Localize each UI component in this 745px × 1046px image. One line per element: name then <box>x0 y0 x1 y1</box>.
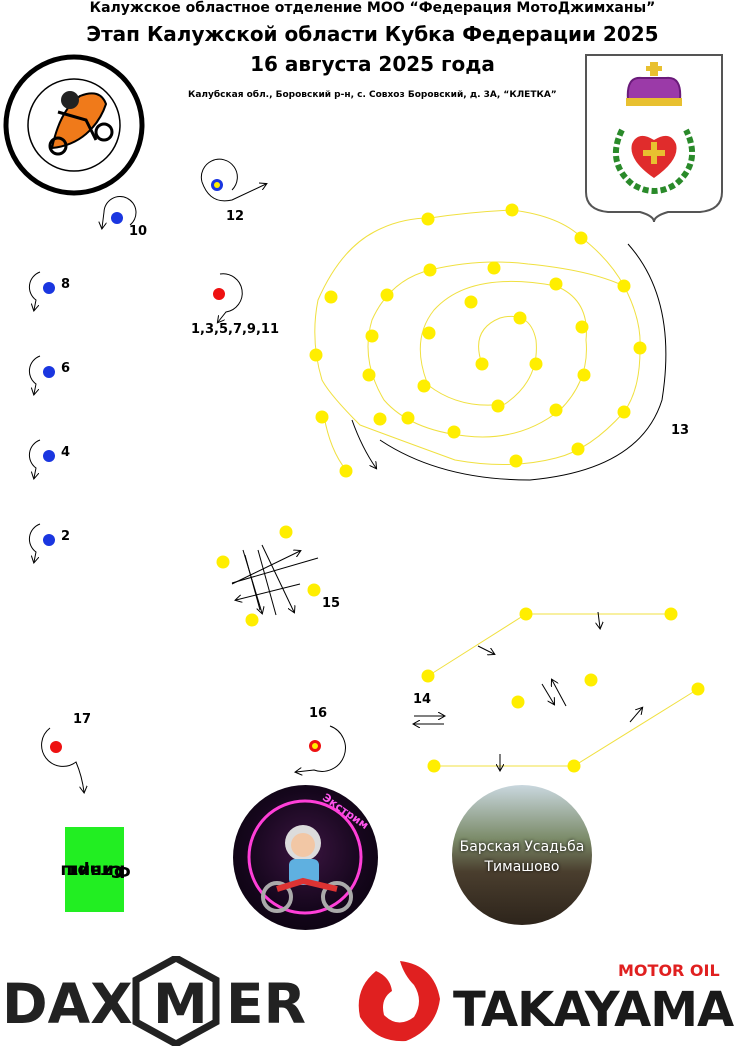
cone-yellow <box>691 682 705 696</box>
cone-yellow <box>315 410 329 424</box>
finish-label: Финиш <box>59 860 130 880</box>
federation-logo <box>3 54 145 196</box>
element-12 <box>200 158 266 202</box>
label-element-1-11: 1,3,5,7,9,11 <box>191 322 280 337</box>
cone-yellow <box>464 295 478 309</box>
event-date: 16 августа 2025 года <box>250 52 495 76</box>
cone-yellow <box>617 279 631 293</box>
cone-yellow <box>216 555 230 569</box>
label-element-15: 15 <box>322 596 341 611</box>
cone-yellow <box>309 348 323 362</box>
cone-yellow <box>513 311 527 325</box>
cone-yellow <box>427 759 441 773</box>
cone-yellow <box>365 329 379 343</box>
element-17 <box>41 727 84 792</box>
cone-yellow <box>574 231 588 245</box>
cone-yellow <box>380 288 394 302</box>
stage-title: Этап Калужской области Кубка Федерации 2… <box>86 22 659 46</box>
cone-yellow <box>307 583 321 597</box>
manor-name-line1: Барская Усадьба <box>459 839 585 855</box>
cone-yellow <box>279 525 293 539</box>
cone-red <box>213 288 225 300</box>
cone-yellow <box>417 379 431 393</box>
cone-yellow <box>324 290 338 304</box>
label-element-14: 14 <box>413 692 432 707</box>
cone-yellow <box>567 759 581 773</box>
label-element-17: 17 <box>73 712 92 727</box>
extreme-logo: Экстрим <box>233 785 378 930</box>
cone-yellow <box>549 277 563 291</box>
element-4 <box>28 439 55 478</box>
element-13-spiral <box>309 203 667 481</box>
cone-yellow <box>447 425 461 439</box>
cone-yellow <box>633 341 647 355</box>
cone-yellow <box>617 405 631 419</box>
cone-yellow <box>529 357 543 371</box>
organization-title: Калужское областное отделение МОО “Федер… <box>89 0 656 16</box>
cone-yellow <box>421 212 435 226</box>
element-14 <box>414 607 705 773</box>
cone-yellow <box>511 695 525 709</box>
element-16 <box>296 725 346 772</box>
cone-yellow <box>475 357 489 371</box>
cone-yellow <box>362 368 376 382</box>
event-address: Калубская обл., Боровский р-н, с. Совхоз… <box>188 90 557 100</box>
cone-yellow <box>577 368 591 382</box>
label-element-2: 2 <box>61 529 71 544</box>
cone-yellow <box>423 263 437 277</box>
cone-yellow <box>505 203 519 217</box>
element-8 <box>28 271 55 310</box>
cone-yellow <box>245 613 259 627</box>
cone-yellow <box>549 403 563 417</box>
daxmer-logo-m: M <box>153 972 208 1036</box>
cone-yellow <box>519 607 533 621</box>
cone-yellow <box>509 454 523 468</box>
label-element-12: 12 <box>226 209 245 224</box>
cone-yellow <box>421 669 435 683</box>
manor-name-line2: Тимашово <box>484 859 560 875</box>
cone-yellow <box>571 442 585 456</box>
element-15 <box>216 525 321 627</box>
cone-yellow <box>575 320 589 334</box>
cone-yellow <box>401 411 415 425</box>
cone-yellow <box>373 412 387 426</box>
element-1-11 <box>213 273 243 322</box>
takayama-logo-text: TAKAYAMA <box>453 982 734 1038</box>
element-6 <box>28 355 55 394</box>
daxmer-logo-right: ER <box>226 972 306 1036</box>
motor-oil-text: MOTOR OIL <box>618 961 720 980</box>
cone-yellow <box>487 261 501 275</box>
label-element-16: 16 <box>309 706 328 721</box>
cone-yellow <box>584 673 598 687</box>
cone-blue <box>111 212 123 224</box>
label-element-4: 4 <box>61 445 71 460</box>
daxmer-logo-left: DAX <box>2 972 133 1036</box>
cone-yellow <box>422 326 436 340</box>
label-element-13: 13 <box>671 423 690 438</box>
label-element-6: 6 <box>61 361 71 376</box>
label-element-10: 10 <box>129 224 148 239</box>
cone-yellow <box>491 399 505 413</box>
label-element-8: 8 <box>61 277 71 292</box>
daxmer-hexagon-icon <box>132 956 220 1046</box>
cone-yellow <box>339 464 353 478</box>
element-2 <box>28 523 55 562</box>
takayama-dragon-icon <box>358 961 440 1042</box>
kaluga-coat-of-arms <box>585 54 723 223</box>
element-10 <box>102 196 137 228</box>
cone-yellow <box>664 607 678 621</box>
